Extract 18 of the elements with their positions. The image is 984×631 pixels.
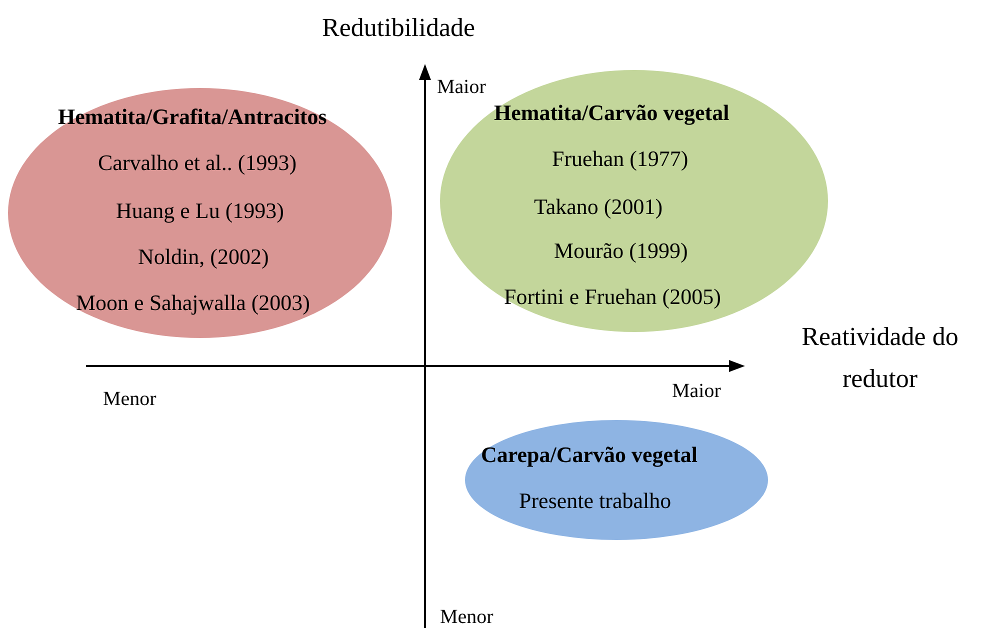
reference-text: Moon e Sahajwalla (2003) bbox=[76, 290, 310, 316]
axis-end-label: Maior bbox=[437, 76, 486, 98]
reference-text: Fortini e Fruehan (2005) bbox=[504, 284, 721, 310]
reference-text: Noldin, (2002) bbox=[138, 244, 269, 270]
axis-end-label: Menor bbox=[440, 606, 494, 628]
group-heading: Hematita/Carvão vegetal bbox=[494, 100, 730, 126]
axis-title: Reatividade do redutor bbox=[800, 321, 960, 395]
reference-text: Mourão (1999) bbox=[554, 238, 688, 264]
axis-end-label: Menor bbox=[103, 388, 156, 410]
reference-text: Takano (2001) bbox=[534, 194, 663, 220]
reference-text: Fruehan (1977) bbox=[552, 146, 688, 172]
reference-text: Carvalho et al.. (1993) bbox=[98, 150, 297, 176]
reference-text: Huang e Lu (1993) bbox=[116, 198, 284, 224]
reference-text: Presente trabalho bbox=[519, 488, 672, 514]
group-heading: Hematita/Grafita/Antracitos bbox=[58, 104, 327, 130]
group-heading: Carepa/Carvão vegetal bbox=[481, 442, 698, 468]
axis-end-label: Maior bbox=[672, 380, 721, 402]
axis-title: Redutibilidade bbox=[322, 14, 476, 42]
